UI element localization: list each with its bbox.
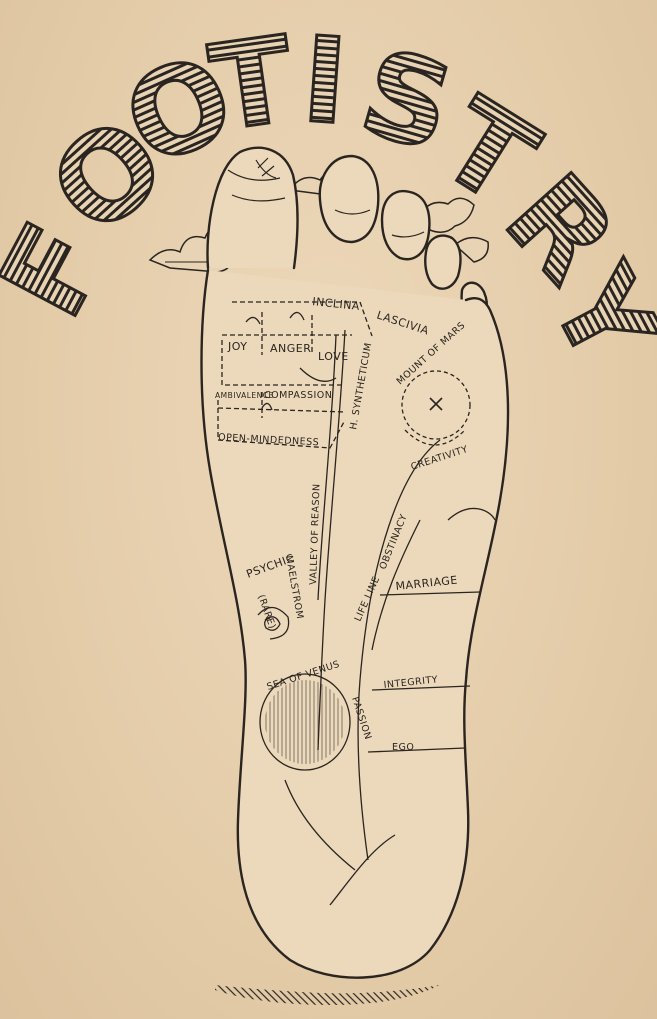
sea-of-venus-texture	[265, 680, 345, 764]
foot-outline	[202, 148, 509, 978]
label-anger: ANGER	[270, 342, 311, 355]
title-letter-i: I	[298, 10, 351, 151]
heel-shadow	[215, 985, 440, 1005]
label-love: LOVE	[318, 350, 349, 363]
label-ego: EGO	[392, 742, 414, 753]
label-compassion: COMPASSION	[264, 390, 332, 401]
label-joy: JOY	[227, 340, 248, 353]
